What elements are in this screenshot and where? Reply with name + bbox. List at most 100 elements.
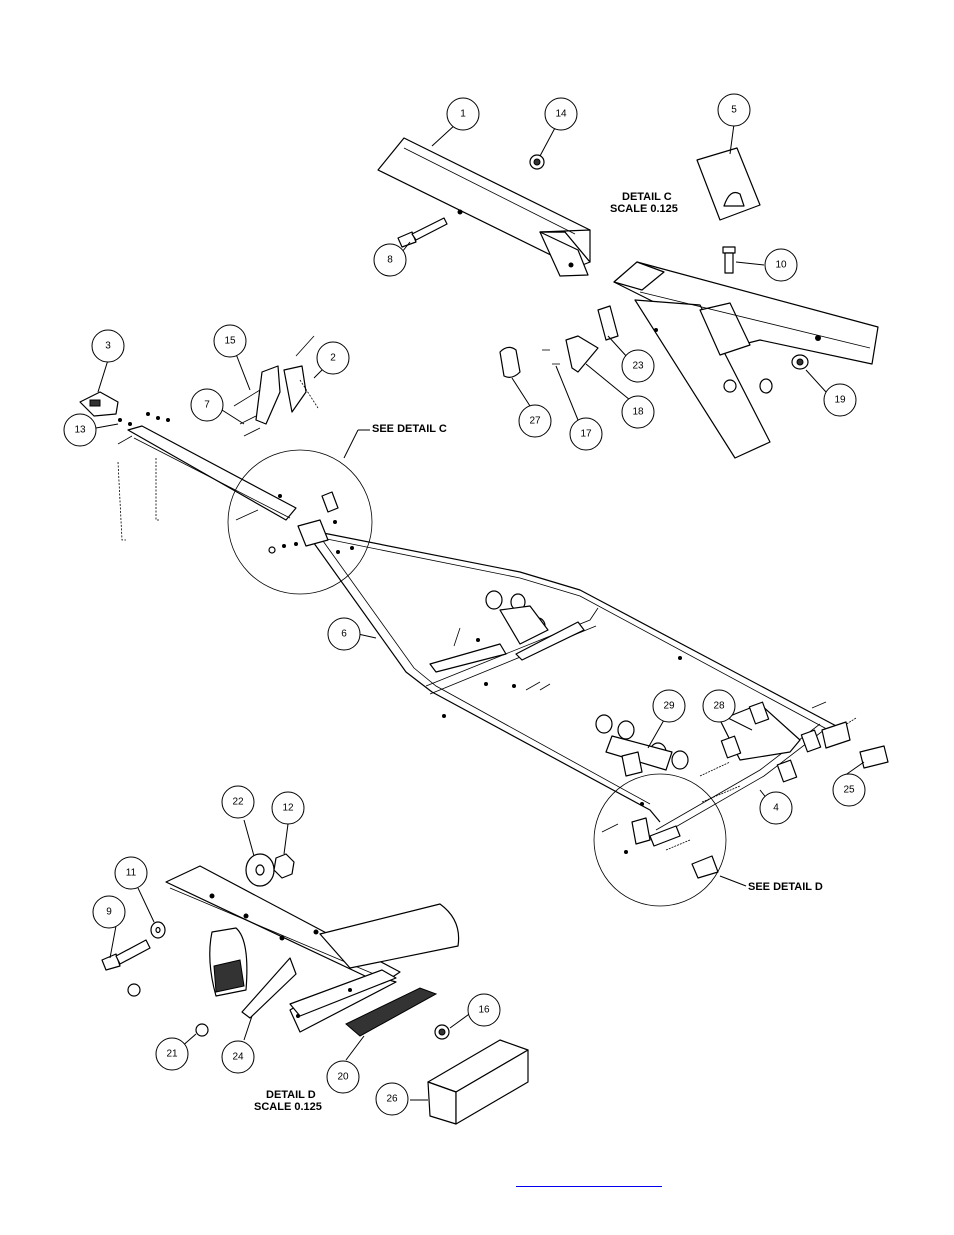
svg-text:14: 14	[555, 109, 567, 120]
callout-29: 29	[652, 689, 686, 723]
callout-22: 22	[221, 785, 255, 819]
svg-text:5: 5	[731, 105, 737, 116]
callout-15: 15	[213, 324, 247, 358]
detail-c-group: DETAIL C SCALE 0.125	[377, 137, 879, 459]
detail-d-group: DETAIL D SCALE 0.125	[101, 853, 529, 1125]
svg-text:29: 29	[663, 701, 675, 712]
callout-8: 8	[373, 243, 407, 277]
callout-5: 5	[717, 93, 751, 127]
svg-text:17: 17	[580, 429, 592, 440]
footer-hyperlink[interactable]	[516, 1172, 662, 1187]
part-1-tongue-tube	[377, 137, 591, 277]
callout-7: 7	[190, 388, 224, 422]
svg-text:20: 20	[337, 1072, 349, 1083]
callout-20: 20	[326, 1060, 360, 1094]
callout-17: 17	[569, 417, 603, 451]
detail-d-title: DETAIL D	[266, 1089, 316, 1101]
svg-text:7: 7	[204, 400, 210, 411]
callout-19: 19	[823, 383, 857, 417]
callout-balloons: 1 14 5 8 10 3 15 2 7 13 23 19 27 17 18 6…	[63, 93, 866, 1116]
svg-text:16: 16	[478, 1005, 490, 1016]
svg-text:8: 8	[387, 255, 393, 266]
detail-d-scale: SCALE 0.125	[254, 1101, 322, 1113]
washer-detail-c	[759, 378, 773, 394]
part-8-bolt	[397, 217, 448, 248]
nut-detail-c	[723, 379, 737, 393]
svg-text:19: 19	[834, 395, 846, 406]
svg-text:25: 25	[843, 785, 855, 796]
svg-text:27: 27	[529, 416, 541, 427]
detail-c-circle	[227, 449, 373, 595]
hardware-dots	[118, 412, 354, 554]
part-26-block	[427, 1039, 529, 1125]
svg-text:21: 21	[166, 1049, 178, 1060]
detail-d-block	[691, 855, 719, 879]
svg-text:13: 13	[74, 425, 86, 436]
safety-chains	[117, 458, 160, 541]
part-17-pins	[542, 349, 560, 365]
callout-6: 6	[327, 617, 361, 651]
see-detail-d-label: SEE DETAIL D	[748, 881, 823, 893]
callout-25: 25	[832, 773, 866, 807]
main-tongue	[127, 425, 297, 521]
svg-text:26: 26	[386, 1094, 398, 1105]
detail-d-circle	[593, 773, 727, 907]
callout-21: 21	[155, 1037, 189, 1071]
see-detail-c-label: SEE DETAIL C	[372, 423, 447, 435]
part-10-bolt	[722, 246, 736, 274]
callout-16: 16	[467, 993, 501, 1027]
detail-c-frame	[613, 261, 879, 459]
part-25-block	[859, 745, 889, 769]
detail-d-circle-contents	[601, 802, 691, 854]
part-15-part-2-hardware	[117, 335, 319, 445]
svg-text:18: 18	[632, 407, 644, 418]
svg-text:22: 22	[232, 797, 244, 808]
svg-text:28: 28	[713, 701, 725, 712]
callout-9: 9	[92, 895, 126, 929]
svg-text:23: 23	[632, 361, 644, 372]
part-6-main-frame	[297, 519, 841, 837]
callout-18: 18	[621, 395, 655, 429]
part-23-plate	[597, 305, 619, 341]
svg-text:2: 2	[330, 353, 336, 364]
svg-text:15: 15	[224, 336, 236, 347]
callout-13: 13	[63, 413, 97, 447]
callout-2: 2	[316, 341, 350, 375]
part-27-cap	[499, 346, 521, 378]
part-11-washer	[150, 921, 166, 939]
svg-text:9: 9	[106, 907, 112, 918]
callout-1: 1	[446, 97, 480, 131]
part-18-wedge	[565, 335, 599, 373]
svg-text:1: 1	[460, 109, 466, 120]
part-22-washer	[245, 853, 275, 887]
callout-14: 14	[544, 97, 578, 131]
callout-27: 27	[518, 404, 552, 438]
svg-text:3: 3	[105, 341, 111, 352]
svg-text:10: 10	[775, 260, 787, 271]
center-roller-assembly	[429, 590, 585, 691]
part-14-nut	[529, 154, 545, 170]
part-16-nut	[434, 1024, 450, 1040]
main-frame-group: SEE DETAIL C	[79, 335, 889, 907]
part-21-nut	[195, 1023, 209, 1037]
rear-roller-assembly	[595, 701, 857, 803]
svg-text:11: 11	[126, 868, 137, 879]
callout-28: 28	[702, 689, 736, 723]
callout-3: 3	[91, 329, 125, 363]
callout-4: 4	[759, 791, 793, 825]
svg-text:12: 12	[282, 803, 294, 814]
callout-26: 26	[375, 1082, 409, 1116]
detail-c-scale: SCALE 0.125	[610, 203, 678, 215]
part-24-bracket	[209, 927, 297, 1019]
part-12-nut	[273, 853, 295, 879]
part-5-plate	[696, 147, 761, 221]
detail-d-bunk-bracket	[165, 865, 460, 1033]
callout-12: 12	[271, 791, 305, 825]
callout-10: 10	[764, 248, 798, 282]
callout-24: 24	[221, 1040, 255, 1074]
callout-23: 23	[621, 349, 655, 383]
part-9-bolt	[101, 939, 151, 971]
callout-11: 11	[114, 856, 148, 890]
svg-text:24: 24	[232, 1052, 244, 1063]
